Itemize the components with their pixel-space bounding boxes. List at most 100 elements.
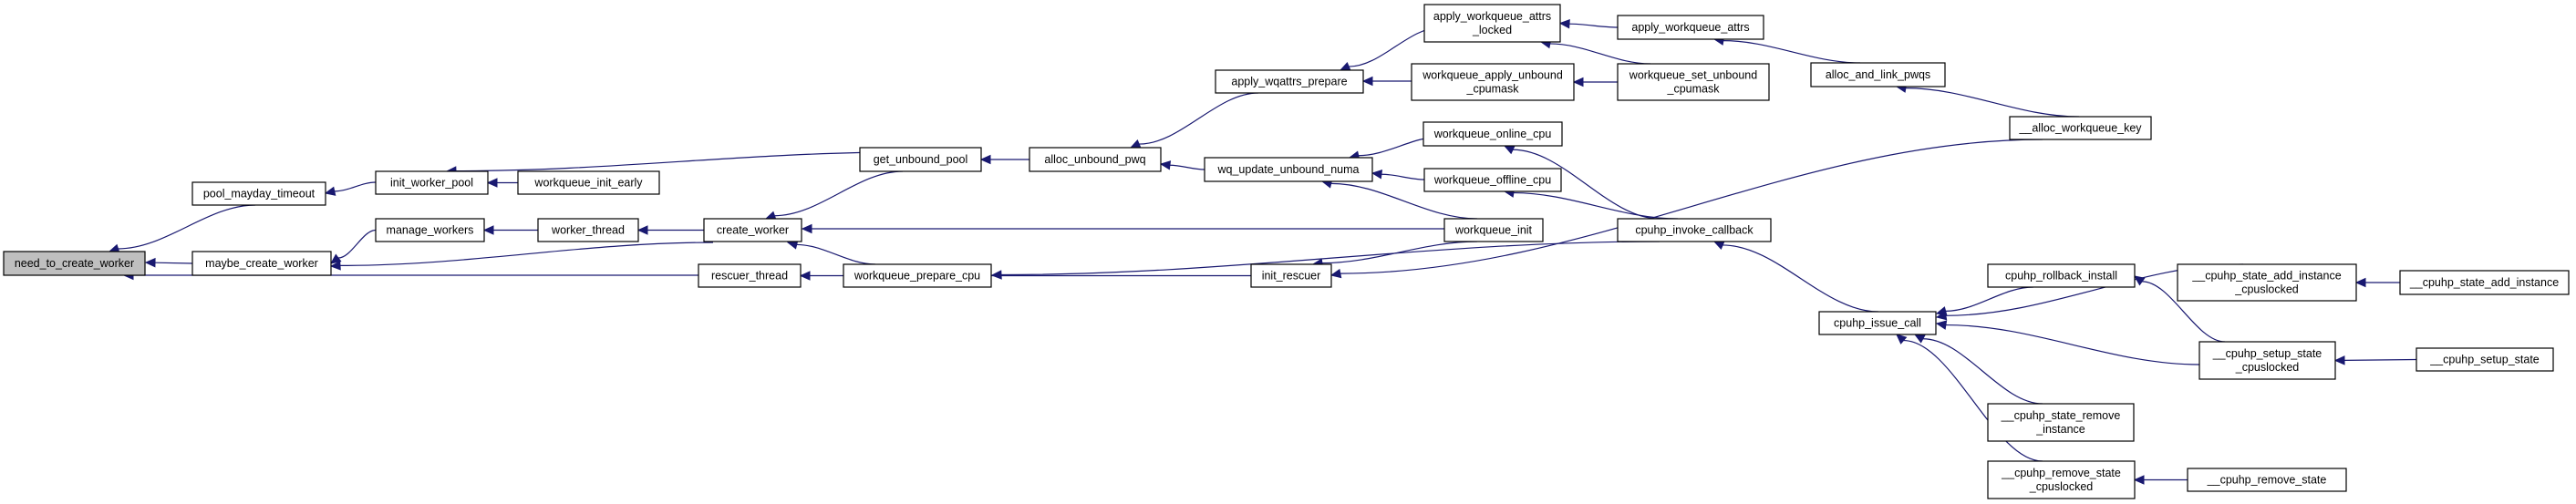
node-get-unbound-pool[interactable]: get_unbound_pool — [859, 147, 982, 172]
arrowhead — [1339, 62, 1351, 71]
node-cpuhp-rollback-install[interactable]: cpuhp_rollback_install — [1987, 263, 2136, 288]
node-apply-workqueue-attrs-locked[interactable]: apply_workqueue_attrs_locked — [1423, 4, 1561, 43]
node-box[interactable] — [191, 251, 332, 276]
node-alloc-and-link-pwqs[interactable]: alloc_and_link_pwqs — [1810, 62, 1946, 87]
arrowhead — [2133, 475, 2145, 485]
node-box[interactable] — [1423, 168, 1562, 192]
node-workqueue-apply-unbound-cpumask[interactable]: workqueue_apply_unbound_cpumask — [1411, 63, 1575, 101]
node-box[interactable] — [375, 170, 489, 195]
node-box[interactable] — [703, 218, 802, 242]
node-cpuhp-setup-state-cpuslocked[interactable]: __cpuhp_setup_state_cpuslocked — [2198, 341, 2336, 380]
edge-line — [455, 151, 904, 172]
node-label: apply_workqueue_attrs — [1433, 10, 1551, 23]
node-box[interactable] — [2198, 341, 2336, 380]
edge-cpuhp-setup-state-to-cpuhp-setup-state-cpuslocked — [2333, 355, 2417, 365]
node-box[interactable] — [1443, 218, 1544, 242]
node-box[interactable] — [1818, 311, 1937, 335]
node-box[interactable] — [2399, 270, 2570, 295]
edges-layer — [108, 18, 2417, 485]
node-cpuhp-state-remove-instance[interactable]: __cpuhp_state_remove_instance — [1987, 403, 2135, 442]
node-box[interactable] — [698, 263, 802, 288]
node-label: __cpuhp_remove_state — [2207, 474, 2327, 487]
node-box[interactable] — [517, 170, 660, 195]
node-cpuhp-state-add-instance-cpuslocked[interactable]: __cpuhp_state_add_instance_cpuslocked — [2177, 263, 2357, 302]
node-label: workqueue_apply_unbound — [1422, 69, 1563, 82]
edge-get-unbound-pool-to-init-worker-pool — [445, 151, 904, 176]
node-label: workqueue_init — [1454, 224, 1533, 237]
edge-alloc-unbound-pwq-to-get-unbound-pool — [979, 154, 1029, 165]
node-apply-workqueue-attrs[interactable]: apply_workqueue_attrs — [1617, 15, 1764, 40]
edge-manage-workers-to-maybe-create-worker — [330, 229, 377, 264]
arrowhead — [482, 225, 494, 235]
node-workqueue-init[interactable]: workqueue_init — [1443, 218, 1544, 242]
node-cpuhp-state-add-instance[interactable]: __cpuhp_state_add_instance — [2399, 270, 2570, 295]
node-workqueue-set-unbound-cpumask[interactable]: workqueue_set_unbound_cpumask — [1617, 63, 1770, 101]
node-label: apply_workqueue_attrs — [1631, 21, 1749, 34]
node-init-worker-pool[interactable]: init_worker_pool — [375, 170, 489, 195]
node-box[interactable] — [1411, 63, 1575, 101]
node-alloc-workqueue-key[interactable]: __alloc_workqueue_key — [2009, 116, 2152, 140]
node-box[interactable] — [1029, 147, 1162, 172]
node-label: create_worker — [717, 224, 789, 237]
edge-alloc-workqueue-key-to-init-rescuer — [1329, 139, 2043, 279]
node-box[interactable] — [2009, 116, 2152, 140]
node-box[interactable] — [1810, 62, 1946, 87]
node-apply-wqattrs-prepare[interactable]: apply_wqattrs_prepare — [1215, 69, 1364, 94]
node-box[interactable] — [2187, 468, 2347, 492]
node-label: __cpuhp_remove_state — [2001, 467, 2121, 479]
node-maybe-create-worker[interactable]: maybe_create_worker — [191, 251, 332, 276]
node-cpuhp-remove-state[interactable]: __cpuhp_remove_state — [2187, 468, 2347, 492]
node-workqueue-online-cpu[interactable]: workqueue_online_cpu — [1422, 121, 1563, 147]
node-label: init_rescuer — [1262, 270, 1321, 283]
node-box[interactable] — [1617, 63, 1770, 101]
node-rescuer-thread[interactable]: rescuer_thread — [698, 263, 802, 288]
node-box[interactable] — [191, 181, 326, 206]
node-workqueue-init-early[interactable]: workqueue_init_early — [517, 170, 660, 195]
node-box[interactable] — [1204, 157, 1373, 182]
edge-line — [337, 229, 377, 259]
node-box[interactable] — [1423, 4, 1561, 43]
node-box[interactable] — [1617, 218, 1772, 242]
edge-line — [1723, 244, 1879, 313]
edge-pool-mayday-timeout-to-need-to-create-worker — [108, 204, 256, 253]
node-label: __cpuhp_state_add_instance — [2191, 270, 2341, 283]
node-box[interactable] — [1987, 460, 2136, 499]
node-create-worker[interactable]: create_worker — [703, 218, 802, 242]
node-cpuhp-remove-state-cpuslocked[interactable]: __cpuhp_remove_state_cpuslocked — [1987, 460, 2136, 499]
node-label: _cpumask — [1466, 83, 1520, 96]
node-box[interactable] — [1987, 263, 2136, 288]
node-box[interactable] — [375, 218, 485, 242]
edge-cpuhp-remove-state-cpuslocked-to-cpuhp-issue-call — [1896, 334, 2043, 462]
node-box[interactable] — [537, 218, 639, 242]
edge-workqueue-offline-cpu-to-wq-update-unbound-numa — [1371, 170, 1425, 180]
node-box[interactable] — [843, 263, 992, 288]
node-wq-update-unbound-numa[interactable]: wq_update_unbound_numa — [1204, 157, 1373, 182]
node-need-to-create-worker[interactable]: need_to_create_worker — [3, 251, 146, 276]
node-init-rescuer[interactable]: init_rescuer — [1250, 263, 1332, 288]
node-cpuhp-issue-call[interactable]: cpuhp_issue_call — [1818, 311, 1937, 335]
arrowhead — [1129, 139, 1142, 149]
edge-line — [1568, 23, 1619, 28]
edge-line — [1169, 164, 1205, 170]
node-manage-workers[interactable]: manage_workers — [375, 218, 485, 242]
node-box[interactable] — [3, 251, 146, 276]
edge-workqueue-init-to-init-rescuer — [1311, 241, 1478, 268]
node-cpuhp-invoke-callback[interactable]: cpuhp_invoke_callback — [1617, 218, 1772, 242]
node-box[interactable] — [1987, 403, 2135, 442]
node-alloc-unbound-pwq[interactable]: alloc_unbound_pwq — [1029, 147, 1162, 172]
edge-workqueue-init-early-to-init-worker-pool — [486, 178, 518, 188]
node-workqueue-prepare-cpu[interactable]: workqueue_prepare_cpu — [843, 263, 992, 288]
node-box[interactable] — [1422, 121, 1563, 147]
node-worker-thread[interactable]: worker_thread — [537, 218, 639, 242]
node-box[interactable] — [2416, 347, 2554, 372]
node-label: worker_thread — [551, 224, 625, 237]
node-box[interactable] — [859, 147, 982, 172]
node-pool-mayday-timeout[interactable]: pool_mayday_timeout — [191, 181, 326, 206]
node-box[interactable] — [1215, 69, 1364, 94]
node-box[interactable] — [1250, 263, 1332, 288]
node-cpuhp-setup-state[interactable]: __cpuhp_setup_state — [2416, 347, 2554, 372]
node-workqueue-offline-cpu[interactable]: workqueue_offline_cpu — [1423, 168, 1562, 192]
node-box[interactable] — [1617, 15, 1764, 40]
node-box[interactable] — [2177, 263, 2357, 302]
